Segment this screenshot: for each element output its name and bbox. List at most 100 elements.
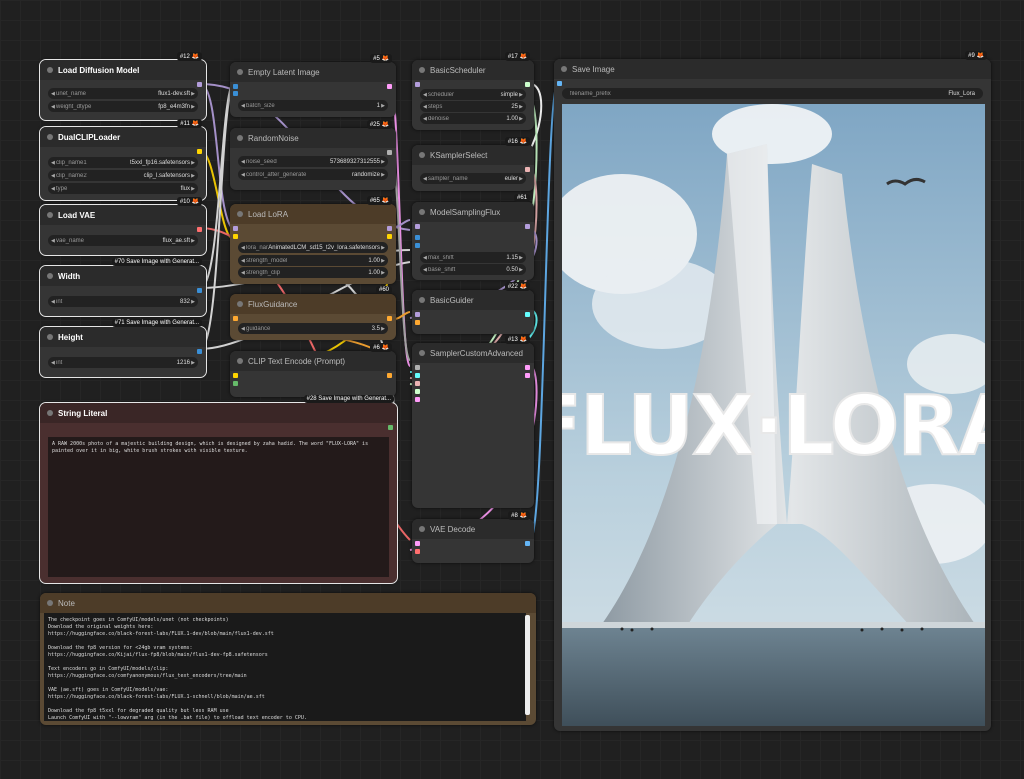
collapse-dot-icon[interactable] [419,209,425,215]
collapse-dot-icon[interactable] [419,350,425,356]
collapse-dot-icon[interactable] [237,301,243,307]
int-output-socket[interactable] [197,288,202,293]
arrow-left-icon[interactable]: ◀ [51,237,55,244]
collapse-dot-icon[interactable] [47,334,53,340]
arrow-left-icon[interactable]: ◀ [51,359,55,366]
text-input-socket[interactable] [233,381,238,386]
arrow-right-icon[interactable]: ▶ [519,254,523,261]
arrow-left-icon[interactable]: ◀ [51,185,55,192]
arrow-left-icon[interactable]: ◀ [51,159,55,166]
arrow-right-icon[interactable]: ▶ [519,115,523,122]
arrow-left-icon[interactable]: ◀ [423,103,427,110]
arrow-left-icon[interactable]: ◀ [241,244,245,251]
arrow-right-icon[interactable]: ▶ [519,91,523,98]
string-output-socket[interactable] [388,425,393,430]
arrow-right-icon[interactable]: ▶ [191,103,195,110]
arrow-left-icon[interactable]: ◀ [51,298,55,305]
arrow-right-icon[interactable]: ▶ [381,158,385,165]
latent-input-socket[interactable] [415,397,420,402]
latent-output-socket[interactable] [387,84,392,89]
collapse-dot-icon[interactable] [47,212,53,218]
collapse-dot-icon[interactable] [419,297,425,303]
int-output-socket[interactable] [197,349,202,354]
clip-output-socket[interactable] [387,234,392,239]
model-input-socket[interactable] [415,82,420,87]
arrow-right-icon[interactable]: ▶ [519,266,523,273]
collapse-dot-icon[interactable] [237,135,243,141]
arrow-left-icon[interactable]: ◀ [241,257,245,264]
output-image-preview[interactable]: FLUX·LORA [562,104,985,726]
collapse-dot-icon[interactable] [47,134,53,140]
model-input-socket[interactable] [415,312,420,317]
arrow-left-icon[interactable]: ◀ [423,175,427,182]
arrow-right-icon[interactable]: ▶ [191,159,195,166]
clip-input-socket[interactable] [233,373,238,378]
arrow-right-icon[interactable]: ▶ [191,237,195,244]
arrow-left-icon[interactable]: ◀ [241,269,245,276]
node-height[interactable]: #71 Save Image with Generat... Height ◀i… [39,319,207,378]
height-input-socket[interactable] [415,243,420,248]
sampler-output-socket[interactable] [525,167,530,172]
collapse-dot-icon[interactable] [237,69,243,75]
vae-output-socket[interactable] [197,227,202,232]
noise-input-socket[interactable] [415,365,420,370]
node-clip-text-encode[interactable]: #6 🦊 CLIP Text Encode (Prompt) #28 Save … [230,343,396,403]
conditioning-input-socket[interactable] [415,320,420,325]
arrow-right-icon[interactable]: ▶ [381,102,385,109]
note-textarea[interactable]: The checkpoint goes in ComfyUI/models/un… [44,613,526,721]
arrow-left-icon[interactable]: ◀ [241,158,245,165]
model-output-socket[interactable] [197,82,202,87]
collapse-dot-icon[interactable] [237,358,243,364]
collapse-dot-icon[interactable] [561,66,567,72]
arrow-right-icon[interactable]: ▶ [381,257,385,264]
arrow-left-icon[interactable]: ◀ [241,102,245,109]
collapse-dot-icon[interactable] [47,67,53,73]
samples-input-socket[interactable] [415,541,420,546]
conditioning-output-socket[interactable] [387,373,392,378]
string-textarea[interactable]: A RAW 2000s photo of a majestic building… [48,437,389,577]
arrow-right-icon[interactable]: ▶ [381,325,385,332]
width-input-socket[interactable] [415,235,420,240]
arrow-right-icon[interactable]: ▶ [519,103,523,110]
link-tag[interactable]: #28 Save Image with Generat... [303,395,394,403]
model-input-socket[interactable] [233,226,238,231]
arrow-left-icon[interactable]: ◀ [51,172,55,179]
model-output-socket[interactable] [525,224,530,229]
guider-input-socket[interactable] [415,373,420,378]
model-output-socket[interactable] [387,226,392,231]
link-tag[interactable]: #70 Save Image with Generat... [111,258,202,266]
arrow-right-icon[interactable]: ▶ [381,171,385,178]
arrow-left-icon[interactable]: ◀ [241,325,245,332]
arrow-left-icon[interactable]: ◀ [51,103,55,110]
image-output-socket[interactable] [525,541,530,546]
guider-output-socket[interactable] [525,312,530,317]
arrow-right-icon[interactable]: ▶ [191,359,195,366]
clip-output-socket[interactable] [197,149,202,154]
arrow-left-icon[interactable]: ◀ [423,266,427,273]
arrow-right-icon[interactable]: ▶ [191,298,195,305]
arrow-left-icon[interactable]: ◀ [241,171,245,178]
vae-input-socket[interactable] [415,549,420,554]
collapse-dot-icon[interactable] [419,67,425,73]
node-string-literal[interactable]: String Literal A RAW 2000s photo of a ma… [39,402,398,584]
